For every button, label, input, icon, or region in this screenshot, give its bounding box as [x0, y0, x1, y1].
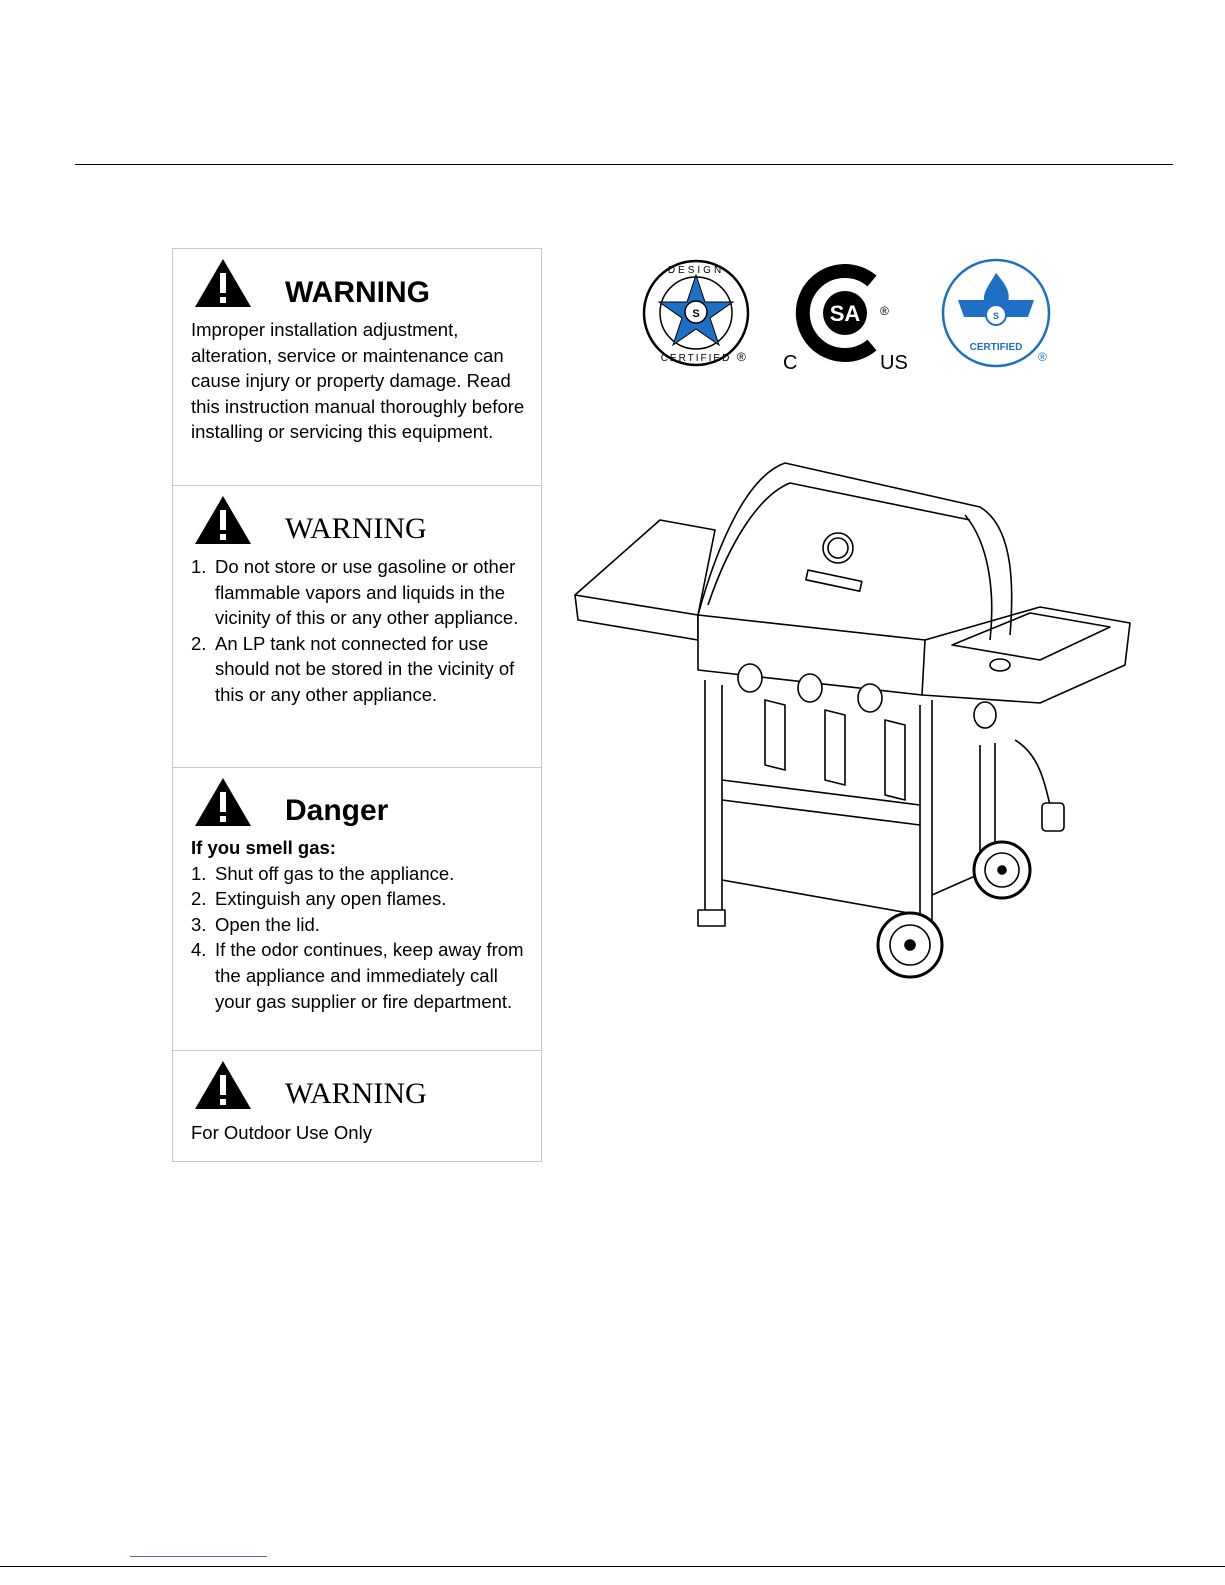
warning-triangle-icon: [195, 496, 251, 544]
svg-text:CERTIFIED: CERTIFIED: [661, 353, 732, 364]
list-item: 4.If the odor continues, keep away from …: [191, 939, 524, 1012]
svg-text:®: ®: [737, 350, 746, 364]
gas-certified-logo: S CERTIFIED ®: [941, 258, 1051, 368]
gas-grill-illustration: [574, 462, 1131, 979]
warning-triangle-icon: [195, 778, 251, 826]
warning-triangle-icon: [195, 1061, 251, 1109]
footer-rule: [0, 1566, 1225, 1567]
svg-text:S: S: [993, 311, 999, 321]
svg-text:S: S: [692, 308, 699, 320]
danger-smell-gas: Danger If you smell gas: 1.Shut off gas …: [173, 767, 541, 1050]
warning-heading: WARNING: [285, 1077, 427, 1110]
design-certified-logo: S DESIGN CERTIFIED ®: [642, 259, 750, 367]
footer-link-underline: [130, 1556, 267, 1557]
warning-outdoor: WARNING For Outdoor Use Only: [173, 1050, 541, 1161]
warning-heading: WARNING: [285, 276, 430, 309]
list-item: 2.Extinguish any open flames.: [191, 888, 447, 910]
list-item: 2.An LP tank not connected for use shoul…: [191, 632, 515, 705]
warning-heading: WARNING: [285, 512, 427, 545]
warning-installation: WARNING Improper installation adjustment…: [173, 249, 541, 485]
warning-gasoline: WARNING 1.Do not store or use gasoline o…: [173, 485, 541, 767]
warning-text: For Outdoor Use Only: [191, 1122, 372, 1143]
csa-logo: SA C US ®: [783, 264, 908, 374]
svg-text:C: C: [783, 352, 797, 374]
svg-text:CERTIFIED: CERTIFIED: [970, 342, 1023, 353]
warning-triangle-icon: [195, 259, 251, 307]
svg-text:DESIGN: DESIGN: [668, 265, 724, 276]
certification-logos: S DESIGN CERTIFIED ® SA C US ® S CERTIFI…: [642, 258, 1051, 374]
list-item: 3.Open the lid.: [191, 913, 320, 935]
safety-warnings-panel: WARNING Improper installation adjustment…: [172, 248, 542, 1162]
warning-list: 1.Do not store or use gasoline or other …: [191, 554, 535, 708]
danger-subheading: If you smell gas:: [191, 837, 336, 858]
warning-text: Improper installation adjustment, altera…: [191, 319, 525, 443]
list-item: 1.Shut off gas to the appliance.: [191, 862, 455, 884]
svg-text:SA: SA: [830, 301, 861, 326]
danger-heading: Danger: [285, 794, 389, 827]
svg-text:®: ®: [1038, 350, 1047, 364]
danger-list: If you smell gas: 1.Shut off gas to the …: [191, 835, 535, 1014]
header-rule: [75, 164, 1173, 165]
list-item: 1.Do not store or use gasoline or other …: [191, 556, 519, 629]
svg-text:US: US: [880, 352, 908, 374]
svg-text:®: ®: [880, 304, 889, 318]
